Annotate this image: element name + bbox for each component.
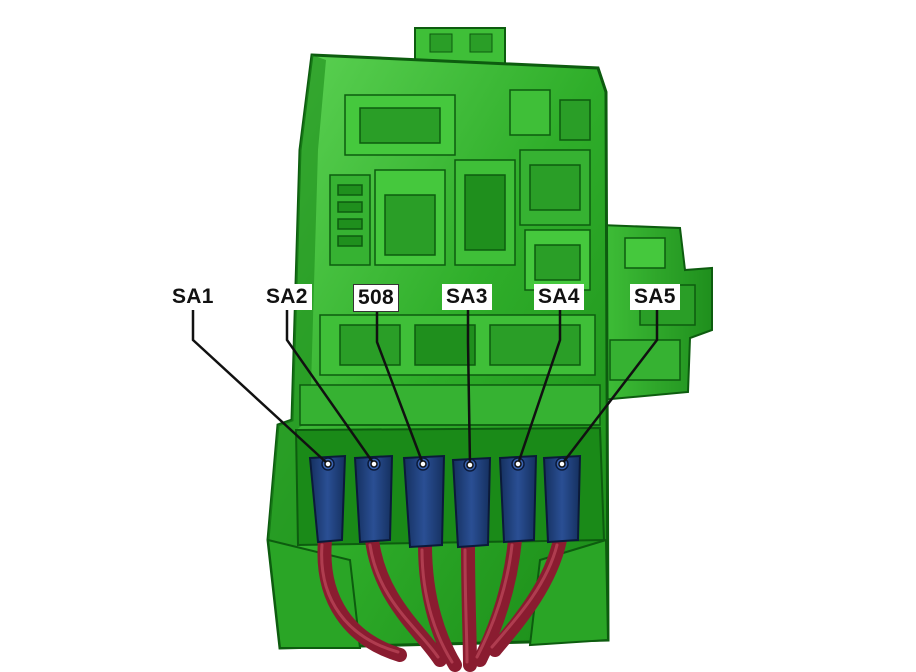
housing-details bbox=[299, 89, 601, 426]
callout-label-sa4: SA4 bbox=[534, 284, 584, 310]
leader-line-sa3 bbox=[466, 310, 472, 466]
leader-line-sa4 bbox=[516, 310, 562, 465]
connector-plug-sa4 bbox=[498, 454, 538, 544]
connector-plug-508 bbox=[402, 454, 446, 549]
connector-plug-sa3 bbox=[451, 456, 492, 549]
callout-label-sa1: SA1 bbox=[168, 284, 218, 310]
leader-line-sa1 bbox=[191, 310, 329, 465]
connector-plug-sa1 bbox=[308, 454, 347, 544]
callout-label-508: 508 bbox=[353, 284, 399, 312]
leader-line-sa2 bbox=[285, 310, 376, 465]
callout-label-sa5: SA5 bbox=[630, 284, 680, 310]
callout-label-sa3: SA3 bbox=[442, 284, 492, 310]
leader-line-508 bbox=[375, 312, 425, 465]
callout-label-sa2: SA2 bbox=[262, 284, 312, 310]
leader-line-sa5 bbox=[561, 310, 659, 465]
top-tab bbox=[414, 27, 506, 65]
connector-plug-sa5 bbox=[542, 454, 582, 544]
connector-plug-sa2 bbox=[353, 454, 394, 544]
leader-lines bbox=[191, 310, 659, 466]
